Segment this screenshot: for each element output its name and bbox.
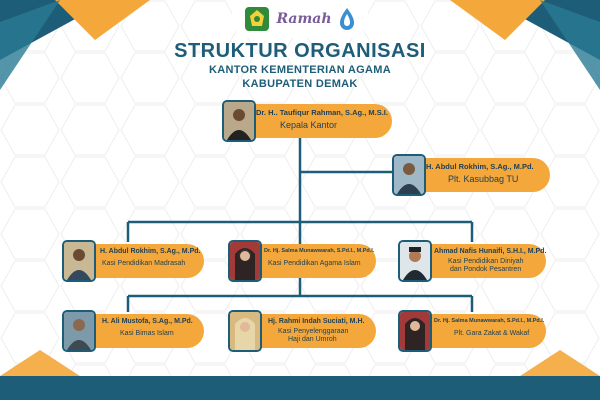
- node-head-name: Dr. H.. Taufiqur Rahman, S.Ag., M.S.I.: [256, 108, 388, 117]
- node-bar: [414, 314, 546, 348]
- page-subtitle-office: KANTOR KEMENTERIAN AGAMA: [209, 64, 391, 76]
- node-name: H. Abdul Rokhim, S.Ag., M.Pd.: [100, 248, 201, 255]
- person-photo-icon: [62, 240, 96, 282]
- node-head-bar: [238, 104, 392, 138]
- footer-band: [0, 376, 600, 400]
- page-title: STRUKTUR ORGANISASI: [174, 40, 426, 62]
- node-secretary-bar: [408, 158, 550, 192]
- node-secretary: H. Abdul Rokhim, S.Ag., M.Pd. Plt. Kasub…: [392, 154, 550, 196]
- person-photo-icon: [228, 240, 262, 282]
- node-name: Hj. Rahmi Indah Suciati, M.H.: [268, 318, 365, 325]
- kemenag-logo-icon: [245, 7, 270, 31]
- page-subtitle-region: KABUPATEN DEMAK: [242, 78, 358, 90]
- node-role: Kasi Penyelenggaraan: [278, 328, 349, 335]
- node-role-line2: Haji dan Umroh: [288, 336, 337, 343]
- node-name: Dr. Hj. Salma Munawwarah, S.Pd.I., M.Pd.…: [264, 248, 375, 254]
- node-bar: [78, 314, 204, 348]
- node-row2-2: Hj. Rahmi Indah Suciati, M.H. Kasi Penye…: [228, 310, 376, 352]
- node-name: H. Ali Mustofa, S.Ag., M.Pd.: [102, 318, 193, 325]
- node-row1-2: Dr. Hj. Salma Munawwarah, S.Pd.I., M.Pd.…: [228, 240, 376, 282]
- node-role: Plt. Gara Zakat & Wakaf: [454, 330, 530, 337]
- node-row1-3: Ahmad Nafis Hunaifi, S.H.I., M.Pd. Kasi …: [398, 240, 547, 282]
- node-secretary-role: Plt. Kasubbag TU: [448, 174, 519, 184]
- node-row1-1: H. Abdul Rokhim, S.Ag., M.Pd. Kasi Pendi…: [62, 240, 204, 282]
- node-row2-3: Dr. Hj. Salma Munawwarah, S.Pd.I., M.Pd.…: [398, 310, 546, 352]
- node-role: Kasi Pendidikan Agama Islam: [268, 260, 361, 267]
- person-photo-icon: [392, 154, 426, 196]
- node-role: Kasi Bimas Islam: [120, 330, 174, 337]
- node-bar: [244, 314, 376, 348]
- node-head: Dr. H.. Taufiqur Rahman, S.Ag., M.S.I. K…: [222, 100, 392, 142]
- node-secretary-name: H. Abdul Rokhim, S.Ag., M.Pd.: [426, 162, 534, 171]
- node-row2-1: H. Ali Mustofa, S.Ag., M.Pd. Kasi Bimas …: [62, 310, 204, 352]
- node-role: Kasi Pendidikan Madrasah: [102, 260, 186, 267]
- node-role: Kasi Pendidikan Diniyah: [448, 258, 524, 265]
- node-name: Ahmad Nafis Hunaifi, S.H.I., M.Pd.: [434, 248, 547, 255]
- node-bar: [244, 244, 376, 278]
- person-photo-icon: [228, 310, 262, 352]
- node-head-role: Kepala Kantor: [280, 120, 338, 130]
- logo-area: Ramah: [232, 0, 368, 38]
- person-photo-icon: [62, 310, 96, 352]
- person-photo-icon: [398, 310, 432, 352]
- ramah-logo-icon: Ramah: [276, 11, 332, 27]
- node-bar: [78, 244, 204, 278]
- node-name: Dr. Hj. Salma Munawwarah, S.Pd.I., M.Pd.…: [434, 318, 545, 324]
- person-photo-icon: [222, 100, 256, 142]
- person-photo-icon: [398, 240, 432, 282]
- water-drop-icon: [339, 8, 354, 30]
- node-bar: [414, 244, 546, 278]
- node-role-line2: dan Pondok Pesantren: [450, 266, 522, 273]
